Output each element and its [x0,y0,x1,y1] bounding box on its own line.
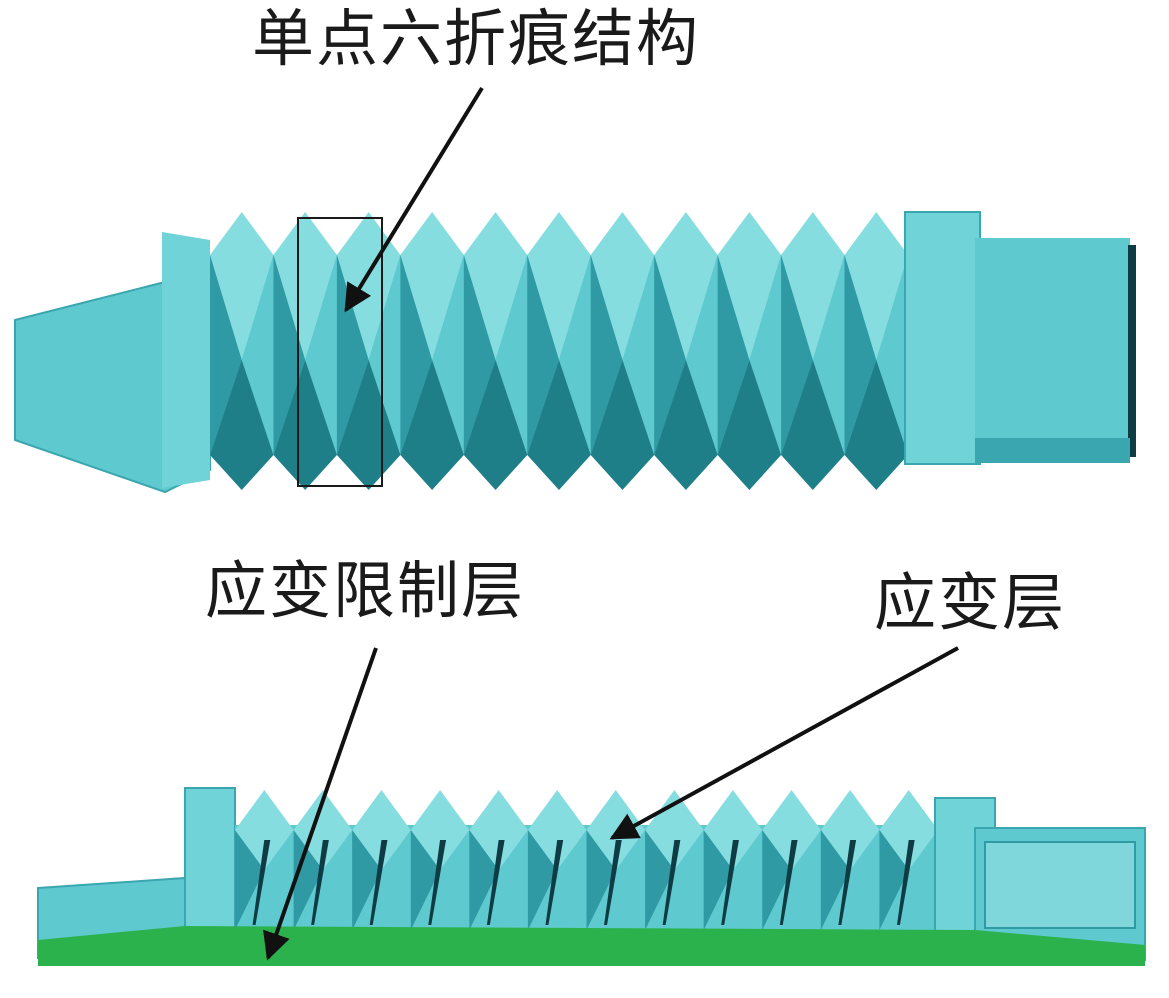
bottom-fold-slit [604,840,622,925]
bottom-fold-upper [293,790,353,870]
bottom-fold-slit [311,840,329,925]
bottom-fold-slit [779,840,798,925]
fold-upper-facet [590,212,655,360]
fold-right-facet [685,255,718,455]
arrow-strain-limiting [263,647,378,961]
fold-lower-facet [844,360,908,490]
bottom-fold-slit [896,840,915,925]
bottom-fold-left [586,830,616,930]
fold-left-facet [781,255,813,455]
bottom-fold-slit [486,840,505,925]
fold-lower-facet [527,360,591,490]
bottom-fold-upper [410,790,470,870]
top-left-shoulder [162,232,210,488]
fold-left-facet [273,255,306,455]
bottom-fold-slit [838,840,857,925]
bottom-fold-slit [545,840,564,925]
fold-right-facet [812,255,845,455]
fold-upper-facet [654,212,718,360]
fold-left-facet [717,255,750,455]
bottom-bellows [235,790,938,930]
fold-right-facet [368,255,401,455]
bottom-fold-left [352,830,382,930]
fold-lower-facet [336,360,401,490]
top-bellows [210,212,908,490]
bottom-fold-left [469,830,499,930]
fold-lower-facet [273,360,337,490]
bottom-fold-left [645,830,675,930]
fold-lower-facet [400,360,464,490]
fold-upper-facet [527,212,591,360]
fold-left-facet [210,255,242,455]
bottom-fold-left [293,830,323,930]
bottom-fold-slit [721,840,739,925]
top-right-collar [904,211,981,465]
label-single-point-hexfold: 单点六折痕结构 [252,2,701,75]
bottom-actuator [37,787,1146,966]
top-actuator [14,211,1136,494]
fold-left-facet [844,255,877,455]
fold-upper-facet [273,212,337,360]
top-right-cylinder [975,238,1130,463]
top-cylinder-edge [1128,245,1136,457]
fold-left-facet [527,255,559,455]
bottom-fold-slit [252,840,271,925]
bottom-fold-slit [428,840,447,925]
fold-lower-facet [590,360,655,490]
fold-left-facet [463,255,496,455]
fold-right-facet [876,255,908,455]
top-cylinder-shade [975,438,1130,463]
bottom-fold-upper [235,790,294,870]
fold-right-facet [749,255,782,455]
fold-upper-facet [717,212,782,360]
fold-left-facet [654,255,686,455]
bottom-fold-left [410,830,441,930]
bottom-fold-left [527,830,558,930]
fold-upper-facet [781,212,845,360]
fold-lower-facet [463,360,528,490]
fold-left-facet [590,255,623,455]
fold-lower-facet [654,360,718,490]
fold-right-facet [241,255,274,455]
label-strain-layer: 应变层 [874,566,1067,639]
bottom-cylinder-cavity [984,841,1136,929]
bottom-fold-upper [645,790,704,870]
fold-right-facet [622,255,655,455]
bottom-fold-upper [820,790,880,870]
fold-upper-facet [210,212,274,360]
fold-upper-facet [844,212,908,360]
fold-lower-facet [210,360,274,490]
bottom-fold-left [879,830,909,930]
bottom-fold-left [703,830,733,930]
fold-right-facet [305,255,337,455]
arrow-strain-layer [609,646,959,840]
fold-upper-facet [463,212,528,360]
label-strain-limiting-layer: 应变限制层 [205,554,526,627]
strain-limiting-layer [38,926,1145,966]
fold-right-facet [432,255,464,455]
highlight-box [297,217,383,487]
fold-left-facet [400,255,433,455]
bottom-fold-slit [662,840,681,925]
bottom-fold-slit [369,840,388,925]
fold-right-facet [559,255,591,455]
arrow-hexfold [344,86,484,313]
bottom-fold-upper [469,790,528,870]
bottom-fold-left [762,830,792,930]
fold-upper-facet [400,212,464,360]
bottom-fold-left [235,830,265,930]
fold-lower-facet [781,360,845,490]
fold-right-facet [495,255,528,455]
bottom-fold-upper [762,790,821,870]
bottom-fold-left [820,830,851,930]
fold-lower-facet [717,360,782,490]
